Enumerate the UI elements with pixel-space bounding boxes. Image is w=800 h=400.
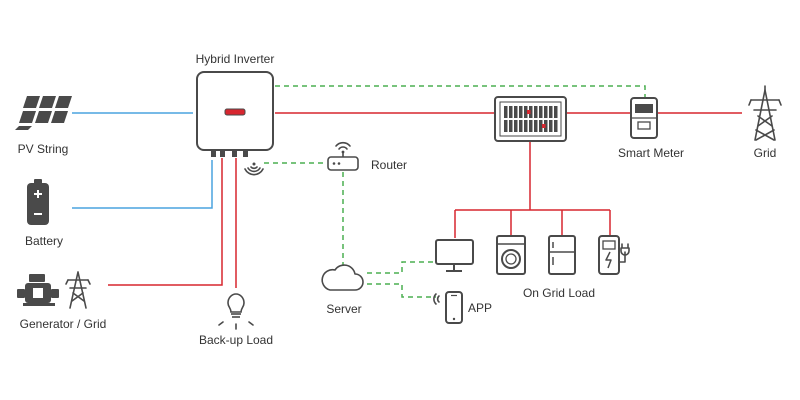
ev-charger-icon bbox=[598, 235, 630, 275]
pv-string-label: PV String bbox=[18, 142, 69, 156]
dc-connections bbox=[72, 112, 213, 209]
smartphone-icon bbox=[433, 291, 463, 324]
backup-load-label: Back-up Load bbox=[199, 333, 273, 347]
server-to-monitor-line bbox=[367, 261, 436, 274]
refrigerator-icon bbox=[548, 235, 576, 275]
hybrid-inverter-label: Hybrid Inverter bbox=[196, 52, 275, 66]
inverter-icon bbox=[196, 71, 274, 157]
grid: Grid bbox=[748, 85, 782, 160]
ac-connections bbox=[108, 112, 742, 288]
router-label: Router bbox=[371, 158, 407, 172]
app: APP bbox=[433, 291, 492, 324]
on-grid-load-label: On Grid Load bbox=[523, 286, 595, 300]
backup-load: Back-up Load bbox=[199, 293, 273, 347]
distribution-board-icon bbox=[494, 96, 567, 142]
monitor-icon bbox=[435, 239, 474, 272]
solar-panel-icon bbox=[15, 96, 72, 130]
smart-meter-icon bbox=[630, 97, 658, 139]
communication-connections bbox=[264, 85, 646, 298]
generator-to-inverter-line bbox=[108, 158, 223, 286]
battery-icon bbox=[27, 179, 49, 225]
battery-label: Battery bbox=[25, 234, 63, 248]
router: Router bbox=[327, 141, 407, 172]
generator-grid: Generator / Grid bbox=[17, 271, 107, 331]
app-label: APP bbox=[468, 301, 492, 315]
server: Server bbox=[321, 264, 364, 316]
transmission-tower-icon bbox=[748, 85, 782, 141]
monitor bbox=[435, 239, 474, 272]
pv-string: PV String bbox=[15, 96, 72, 156]
smart-meter-label: Smart Meter bbox=[618, 146, 684, 160]
inverter-to-meter-comm-line bbox=[275, 85, 646, 98]
server-label: Server bbox=[326, 302, 361, 316]
light-bulb-icon bbox=[218, 293, 254, 330]
on-grid-load: On Grid Load bbox=[496, 235, 630, 300]
generator-icon bbox=[17, 274, 59, 306]
transmission-tower-icon bbox=[65, 271, 91, 309]
cloud-icon bbox=[321, 264, 364, 291]
router-icon bbox=[327, 141, 359, 171]
hybrid-inverter: Hybrid Inverter bbox=[196, 52, 275, 176]
smart-meter: Smart Meter bbox=[618, 97, 684, 160]
washing-machine-icon bbox=[496, 235, 526, 275]
distribution-board bbox=[494, 96, 567, 142]
grid-label: Grid bbox=[754, 146, 777, 160]
server-to-app-line bbox=[367, 283, 436, 298]
battery-to-inverter-line bbox=[72, 160, 213, 209]
generator-grid-label: Generator / Grid bbox=[20, 317, 107, 331]
wireless-signal-icon bbox=[244, 162, 264, 176]
battery: Battery bbox=[25, 179, 63, 248]
